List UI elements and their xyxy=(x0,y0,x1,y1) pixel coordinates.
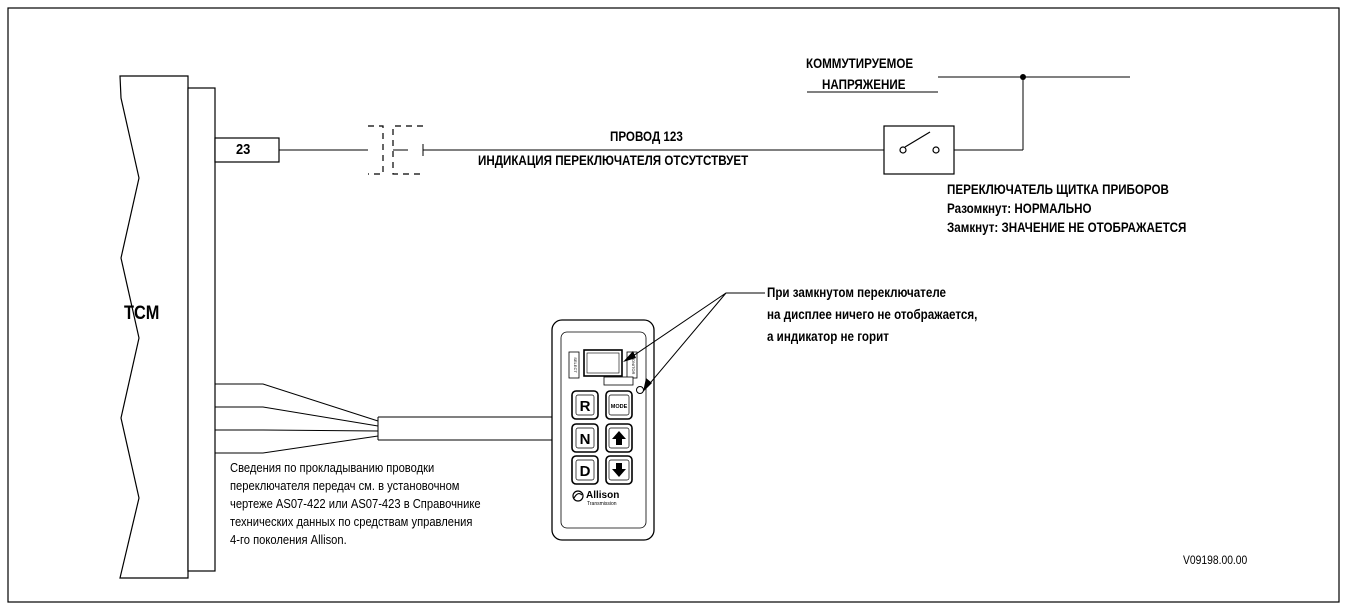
shifter-side-text-right: MONITOR xyxy=(631,356,636,375)
switched-voltage-line2: НАПРЯЖЕНИЕ xyxy=(822,77,906,92)
routing-note-line1: Сведения по прокладыванию проводки xyxy=(230,460,435,475)
inline-connector-dashed xyxy=(368,125,423,175)
shifter-button-up[interactable] xyxy=(605,423,633,453)
wire-123-title: ПРОВОД 123 xyxy=(610,129,683,144)
callout-line1: При замкнутом переключателе xyxy=(767,285,947,300)
shifter-button-down[interactable] xyxy=(605,455,633,485)
wire-123-subtitle: ИНДИКАЦИЯ ПЕРЕКЛЮЧАТЕЛЯ ОТСУТСТВУЕТ xyxy=(478,153,749,168)
harness-wires xyxy=(215,383,379,454)
switch-contact-left xyxy=(899,146,907,154)
shifter-side-label-left xyxy=(568,351,580,379)
routing-note-line3: чертеже AS07-422 или AS07-423 в Справочн… xyxy=(230,496,481,511)
shifter-inner-face xyxy=(560,331,647,529)
switch-blade xyxy=(904,131,931,148)
routing-note-line4: технических данных по средствам управлен… xyxy=(230,514,473,529)
shifter-button-r[interactable]: R xyxy=(571,390,599,420)
allison-brand-subtext: Transmission xyxy=(587,501,617,507)
shifter-button-n-label: N xyxy=(580,431,591,448)
switched-voltage-line1: КОММУТИРУЕМОЕ xyxy=(806,56,914,71)
callout-leader-lines xyxy=(626,292,765,389)
allison-logo-icon: Allison Transmission xyxy=(572,490,619,507)
diagram-border xyxy=(7,7,1340,603)
shifter-display-window xyxy=(586,352,620,374)
callout-line2: на дисплее ничего не отображается, xyxy=(767,307,978,322)
dash-switch-box xyxy=(883,125,955,175)
tcm-connector-plate xyxy=(187,87,216,572)
shifter-button-mode[interactable]: MODE xyxy=(605,390,633,420)
shifter-button-d[interactable]: D xyxy=(571,455,599,485)
switch-info-title: ПЕРЕКЛЮЧАТЕЛЬ ЩИТКА ПРИБОРОВ xyxy=(947,182,1169,197)
shifter-button-mode-label: MODE xyxy=(611,404,628,410)
callout-arrowhead-led xyxy=(643,378,652,392)
pin-23-box xyxy=(214,137,280,163)
shifter-indicator-led xyxy=(636,386,644,394)
allison-brand-text: Allison xyxy=(586,490,619,501)
routing-note-line5: 4-го поколения Allison. xyxy=(230,532,347,547)
shifter-button-r-label: R xyxy=(580,398,591,415)
tcm-label: TCM xyxy=(124,303,160,324)
callout-arrowhead-display xyxy=(623,351,636,362)
switch-info-closed: Замкнут: ЗНАЧЕНИЕ НЕ ОТОБРАЖАЕТСЯ xyxy=(947,220,1187,235)
shifter-button-d-label: D xyxy=(580,463,591,480)
switch-info-open: Разомкнут: НОРМАЛЬНО xyxy=(947,201,1092,216)
callout-line3: а индикатор не горит xyxy=(767,329,889,344)
arrow-down-icon xyxy=(612,463,626,477)
figure-id: V09198.00.00 xyxy=(1183,553,1248,567)
shifter-display-tab xyxy=(603,376,634,386)
harness-cable xyxy=(377,416,552,441)
arrow-up-icon xyxy=(612,431,626,445)
routing-note-line2: переключателя передач см. в установочном xyxy=(230,478,460,493)
switch-contact-right xyxy=(932,146,940,154)
junction-dot xyxy=(1020,74,1026,80)
shifter-button-n[interactable]: N xyxy=(571,423,599,453)
tcm-connector-body xyxy=(119,75,189,579)
pin-23-label: 23 xyxy=(236,141,251,158)
shifter-side-text-left: SELECT xyxy=(573,357,578,373)
